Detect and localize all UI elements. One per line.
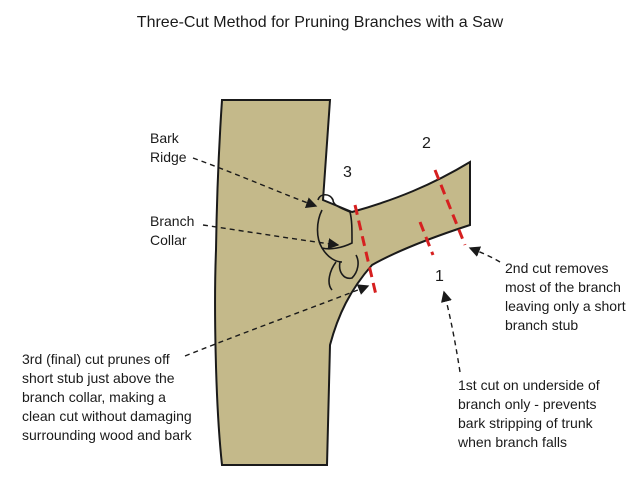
cut-number-3: 3 (343, 164, 352, 181)
diagram-title: Three-Cut Method for Pruning Branches wi… (136, 14, 504, 31)
label-cut-2-description: 2nd cut removes most of the branch leavi… (505, 260, 626, 333)
bark-ridge-outline (317, 193, 351, 213)
arrow-cut-2 (468, 246, 501, 263)
tree-trunk-and-branch (214, 99, 471, 466)
label-cut-3-description: 3rd (final) cut prunes off short stub ju… (22, 351, 192, 443)
cut-line-2 (433, 169, 467, 246)
cut-number-2: 2 (422, 135, 431, 152)
arrow-bark-ridge (192, 157, 318, 208)
label-bark-ridge: Bark Ridge (150, 130, 187, 165)
cut-line-1 (418, 221, 435, 256)
cut-number-1: 1 (435, 268, 444, 285)
label-cut-1-description: 1st cut on underside of branch only - pr… (458, 377, 600, 450)
label-branch-collar: Branch Collar (150, 213, 195, 248)
arrow-cut-1 (441, 290, 461, 373)
